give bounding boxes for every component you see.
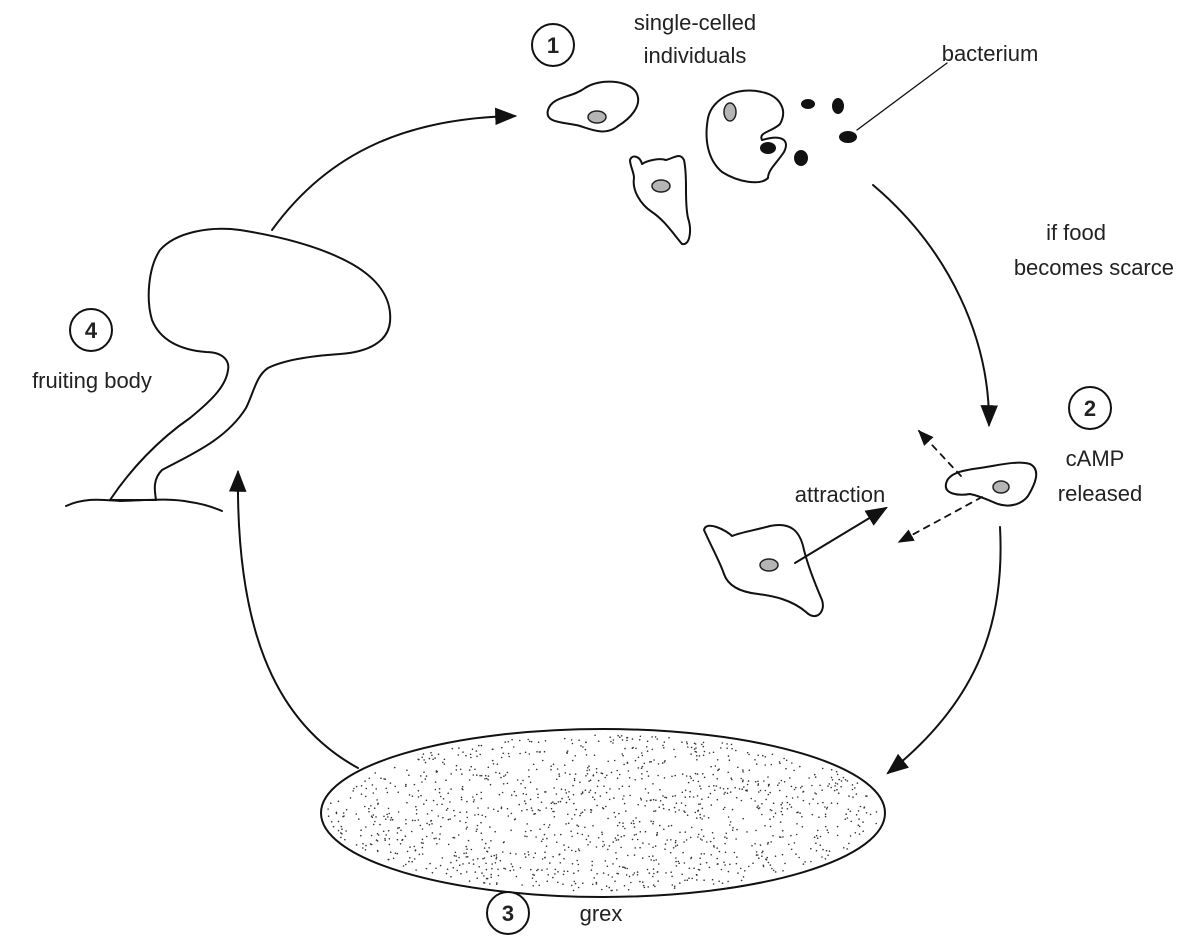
stage-1-group: 1 single-celled individuals bacterium — [532, 10, 1038, 244]
stage-3-label: grex — [580, 901, 623, 926]
stage-4-label: fruiting body — [32, 368, 152, 393]
bacterium-dot — [832, 98, 844, 114]
bacterium-dot — [801, 99, 815, 109]
cycle-arrow-4-to-1 — [272, 116, 515, 230]
stage-4-number: 4 — [85, 318, 98, 343]
cycle-arrow-2-to-3 — [888, 527, 1001, 773]
stage-2-label-line-1: cAMP — [1066, 446, 1125, 471]
stage-2-label-line-2: released — [1058, 481, 1142, 506]
amoeba-cell — [630, 156, 690, 244]
transition-label-line-1: if food — [1046, 220, 1106, 245]
signalling-cell — [946, 463, 1036, 506]
bacterium-label: bacterium — [942, 41, 1039, 66]
stage-4-group: 4 fruiting body — [32, 229, 390, 511]
attraction-label: attraction — [795, 482, 886, 507]
stage-1-number: 1 — [547, 33, 559, 58]
stage-4-badge: 4 — [70, 309, 112, 351]
bacterium-dot — [839, 131, 857, 143]
stage-3-badge: 3 — [487, 892, 529, 934]
stage-1-label-line-2: individuals — [644, 43, 747, 68]
stage-1-label-line-1: single-celled — [634, 10, 756, 35]
attraction-arrow — [795, 508, 886, 563]
cycle-arrow-1-to-2 — [873, 185, 989, 425]
stage-3-number: 3 — [502, 901, 514, 926]
attracted-cell — [704, 525, 823, 616]
stage-2-number: 2 — [1084, 396, 1096, 421]
stage-3-group: 3 grex — [321, 729, 885, 934]
fruiting-body — [110, 229, 390, 500]
stage-2-badge: 2 — [1069, 387, 1111, 429]
ground-line — [66, 500, 222, 511]
camp-signal-arrow — [899, 497, 982, 542]
amoeba-cell — [707, 90, 786, 182]
bacterium-leader-line — [857, 63, 947, 130]
amoeba-cell — [548, 82, 639, 132]
stage-2-group: 2 cAMP released attraction — [704, 387, 1142, 616]
bacterium-dot — [794, 150, 808, 166]
stage-1-badge: 1 — [532, 24, 574, 66]
bacterium-dot — [760, 142, 776, 154]
cycle-arrow-3-to-4 — [238, 472, 358, 768]
camp-signal-arrow — [919, 431, 961, 476]
transition-label-line-2: becomes scarce — [1014, 255, 1174, 280]
